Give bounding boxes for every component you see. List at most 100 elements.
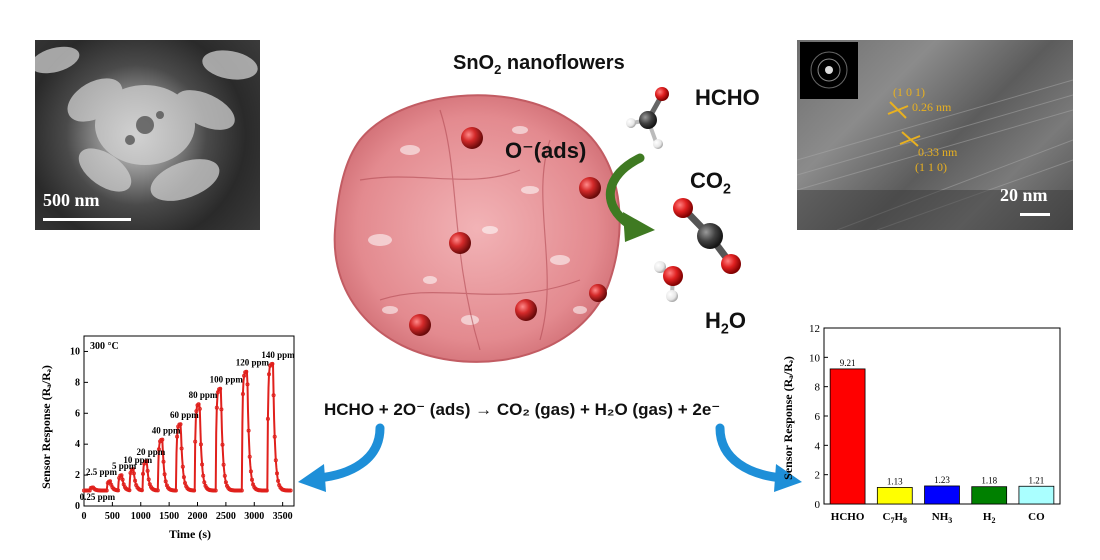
response-point — [163, 479, 168, 484]
oxygen-ion-sphere — [461, 127, 483, 149]
y-tick-label: 8 — [815, 382, 821, 394]
oxygen-ion-sphere — [589, 284, 607, 302]
response-point — [130, 467, 135, 472]
response-point — [270, 361, 275, 366]
response-point — [219, 407, 224, 412]
response-point — [200, 462, 205, 467]
response-point — [220, 442, 225, 447]
arrow-to-left-chart — [298, 423, 385, 492]
response-point — [264, 488, 269, 493]
tem-scale-bar — [1020, 213, 1050, 216]
response-point — [182, 480, 187, 485]
response-point — [162, 472, 167, 477]
response-point — [196, 402, 201, 407]
reaction-arrow — [605, 153, 655, 242]
response-point — [203, 483, 208, 488]
response-point — [192, 488, 197, 493]
lattice-plane-1: (1 0 1) — [893, 85, 925, 99]
y-tick-label: 4 — [75, 439, 80, 450]
response-point — [161, 459, 166, 464]
response-point — [271, 393, 276, 398]
response-point — [156, 447, 161, 452]
concentration-label: 40 ppm — [152, 426, 181, 436]
y-tick-label: 6 — [815, 411, 821, 423]
nanoflower-title: SnO2 nanoflowers — [453, 52, 625, 77]
response-point — [201, 473, 206, 478]
response-point — [212, 488, 217, 493]
response-point — [223, 480, 228, 485]
response-point — [202, 480, 207, 485]
response-point — [194, 409, 199, 414]
x-tick-label: 500 — [105, 511, 120, 522]
response-point — [146, 477, 151, 482]
y-tick-label: 0 — [75, 501, 80, 512]
x-tick-label: 2500 — [216, 511, 236, 522]
response-point — [242, 373, 247, 378]
response-point — [116, 488, 121, 493]
concentration-label: 120 ppm — [236, 358, 270, 368]
h2o-label: H2O — [705, 308, 746, 338]
sem-scale-label: 500 nm — [43, 190, 100, 210]
category-label: HCHO — [831, 511, 865, 523]
response-point — [178, 422, 183, 427]
response-point — [263, 488, 268, 493]
y-tick-label: 10 — [809, 352, 821, 364]
concentration-label: 80 ppm — [189, 390, 218, 400]
concentration-label: 60 ppm — [170, 410, 199, 420]
response-point — [133, 478, 138, 483]
response-point — [222, 473, 227, 478]
response-point — [213, 488, 218, 493]
y-tick-label: 10 — [70, 346, 80, 357]
response-point — [265, 416, 270, 421]
response-point — [273, 458, 278, 463]
response-point — [276, 478, 281, 483]
hcho-label: HCHO — [695, 85, 760, 110]
response-point — [214, 405, 219, 410]
response-point — [139, 488, 144, 493]
response-point — [239, 488, 244, 493]
bar — [1018, 485, 1055, 505]
response-point — [240, 392, 245, 397]
reaction-equation: HCHO + 2O⁻ (ads) → CO₂ (gas) + H₂O (gas)… — [324, 400, 721, 419]
response-point — [288, 488, 293, 493]
response-point — [173, 488, 178, 493]
x-tick-label: 2000 — [188, 511, 208, 522]
response-point — [155, 488, 160, 493]
category-label: NH3​ — [932, 511, 953, 525]
y-tick-label: 12 — [809, 323, 820, 335]
response-point — [144, 459, 149, 464]
response-point — [198, 442, 203, 447]
y-tick-label: 8 — [75, 377, 80, 388]
response-point — [119, 473, 124, 478]
sem-scale-bar — [43, 218, 131, 221]
dynamic-response-chart: Sensor Response (Rₐ/Rₔ) Time (s) 300 °C … — [39, 335, 295, 541]
bar-value-label: 9.21 — [840, 358, 856, 368]
response-point — [179, 446, 184, 451]
concentration-label: 100 ppm — [210, 375, 244, 385]
y-tick-label: 4 — [815, 440, 821, 452]
concentration-label: 0.25 ppm — [80, 492, 116, 502]
category-label: C7​H8​ — [883, 511, 908, 525]
concentration-label: 10 ppm — [123, 455, 152, 465]
arrow-to-right-chart — [715, 423, 802, 492]
response-point — [120, 477, 125, 482]
response-point — [238, 488, 243, 493]
plot-frame — [83, 335, 295, 507]
oxygen-ion-sphere — [579, 177, 601, 199]
bar-value-label: 1.13 — [887, 476, 903, 486]
response-point — [180, 464, 185, 469]
oxygen-ads-label: O⁻(ads) — [505, 138, 587, 163]
concentration-label: 5 ppm — [112, 461, 137, 471]
hcho-molecule — [626, 87, 669, 149]
response-point — [145, 468, 150, 473]
sno2-nanoflower — [333, 94, 621, 363]
concentration-label: 20 ppm — [136, 447, 165, 457]
saed-pattern-inset — [800, 42, 858, 99]
response-point — [175, 434, 180, 439]
y-axis-label: Sensor Response (Rₐ/Rₔ) — [781, 356, 795, 480]
selectivity-bar-chart: Sensor Response (Rₐ/Rₔ) 0246810129.21HCH… — [781, 323, 1061, 525]
lattice-plane-2: (1 1 0) — [915, 160, 947, 174]
response-point — [102, 488, 107, 493]
x-axis-label: Time (s) — [169, 527, 211, 541]
x-tick-label: 1500 — [159, 511, 179, 522]
